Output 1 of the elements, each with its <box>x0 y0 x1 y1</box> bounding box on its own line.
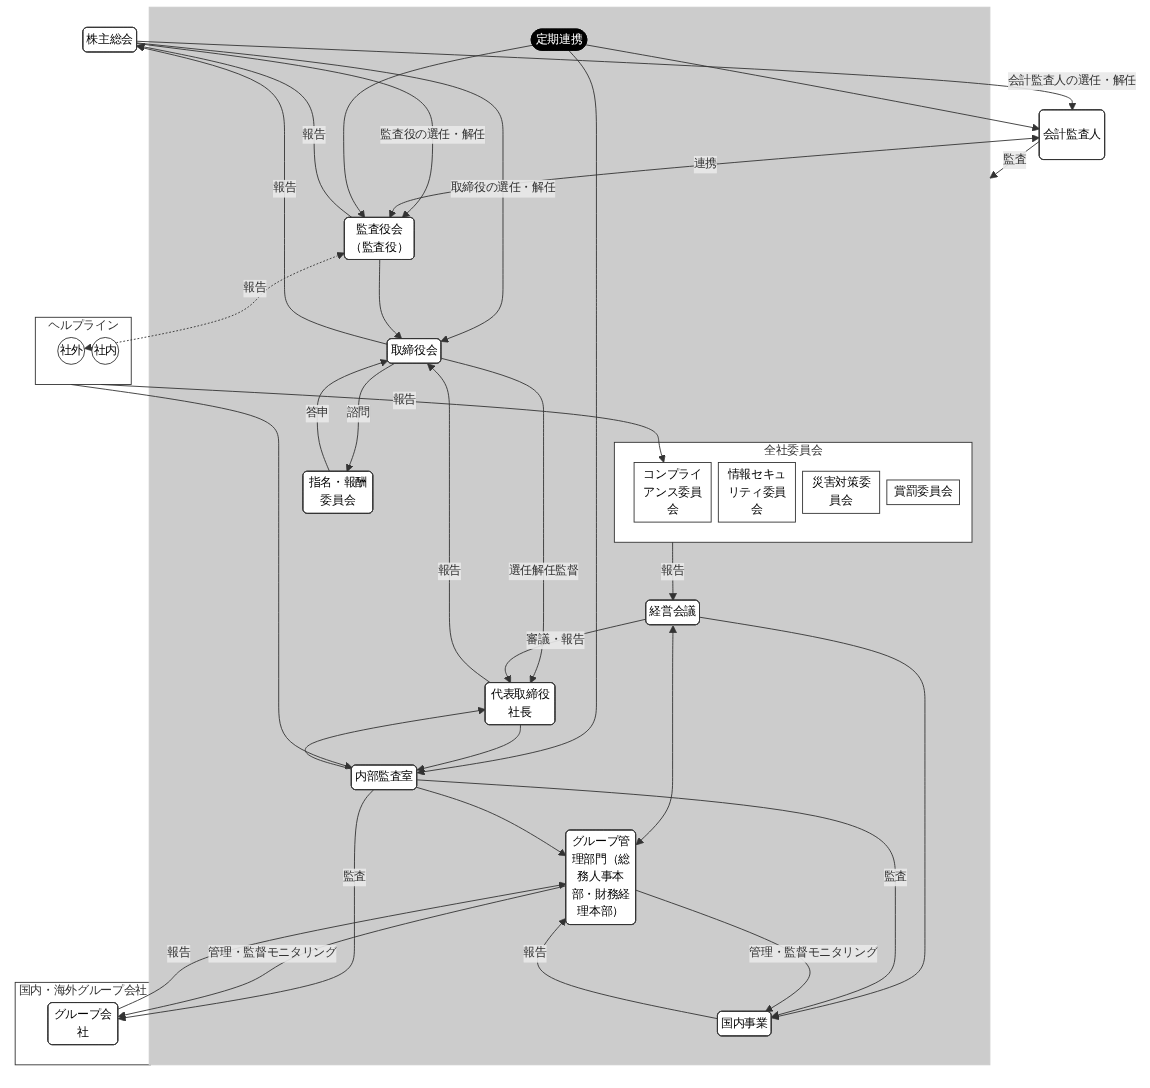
cluster <box>148 6 990 1066</box>
